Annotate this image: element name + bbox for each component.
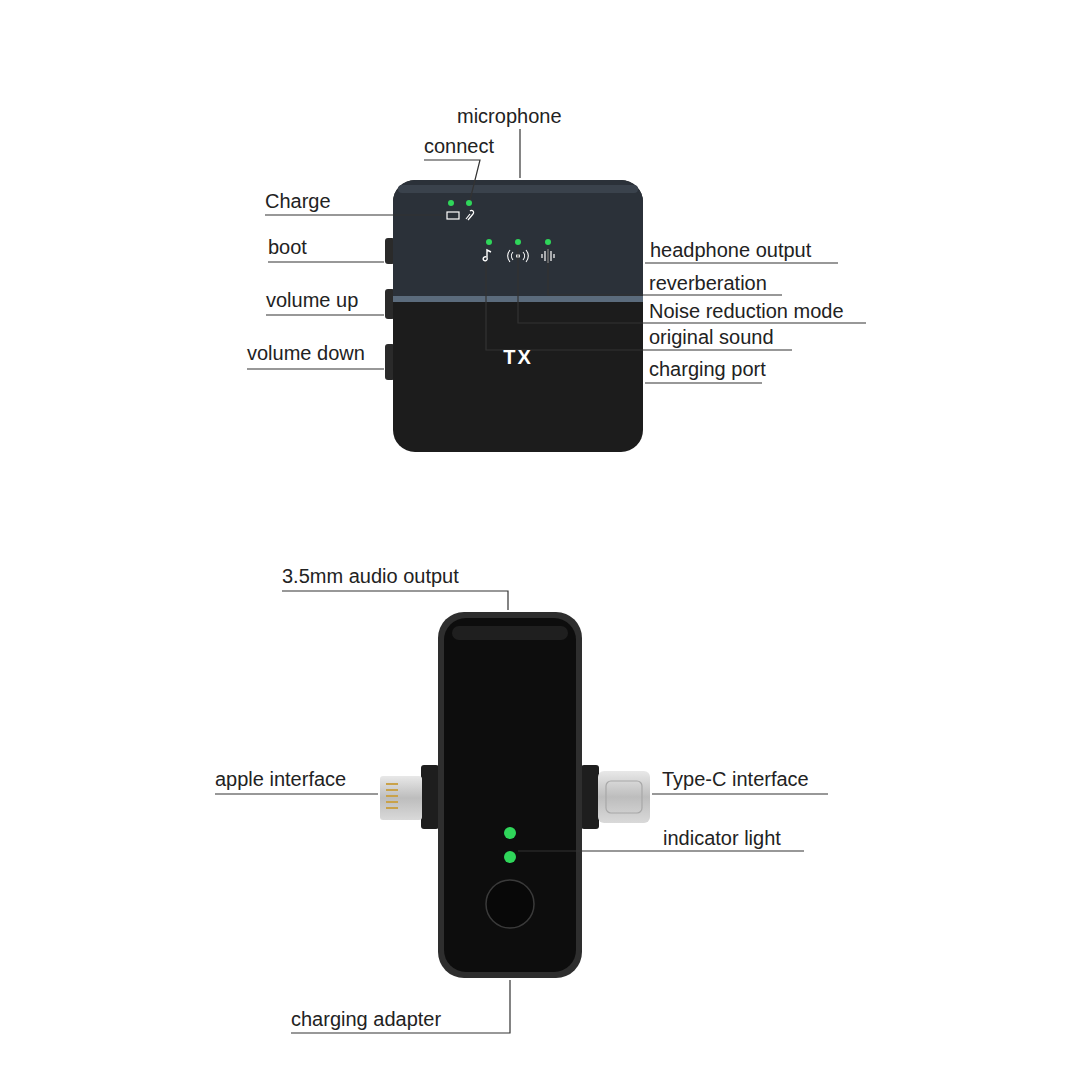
part-label: volume up bbox=[266, 289, 358, 311]
music-icon bbox=[483, 250, 491, 261]
indicator-led bbox=[504, 851, 516, 863]
receiver-button bbox=[486, 880, 534, 928]
part-label: apple interface bbox=[215, 768, 346, 790]
part-label: original sound bbox=[649, 326, 774, 348]
part-label: reverberation bbox=[649, 272, 767, 294]
reverberation-led bbox=[545, 239, 551, 245]
top-gloss bbox=[398, 185, 638, 193]
transmitter-housing: TX bbox=[393, 180, 643, 452]
leader-lines bbox=[247, 129, 866, 383]
part-label: charging port bbox=[649, 358, 766, 380]
link-icon bbox=[466, 210, 474, 220]
part-label: indicator light bbox=[663, 827, 781, 849]
part-label: Noise reduction mode bbox=[649, 300, 844, 322]
typec-outline bbox=[606, 781, 642, 813]
part-label: headphone output bbox=[650, 239, 811, 261]
typec-holder bbox=[581, 765, 599, 829]
receiver-body bbox=[444, 618, 576, 972]
lightning-plug bbox=[380, 776, 422, 820]
part-label: volume down bbox=[247, 342, 365, 364]
part-label: Type-C interface bbox=[662, 768, 809, 790]
part-label: boot bbox=[268, 236, 307, 258]
connect-led bbox=[466, 200, 472, 206]
indicator-led bbox=[504, 827, 516, 839]
original-sound-led bbox=[486, 239, 492, 245]
lightning-holder bbox=[421, 765, 439, 829]
charge-led bbox=[448, 200, 454, 206]
battery-icon bbox=[447, 212, 459, 219]
receiver-gloss bbox=[452, 626, 568, 640]
receiver-body-edge bbox=[438, 612, 582, 978]
typec-plug bbox=[598, 771, 650, 823]
part-label: charging adapter bbox=[291, 1008, 441, 1030]
part-label: microphone bbox=[457, 105, 562, 127]
part-label: Charge bbox=[265, 190, 331, 212]
model-mark: TX bbox=[393, 345, 643, 369]
part-label: 3.5mm audio output bbox=[282, 565, 459, 587]
part-label: connect bbox=[424, 135, 494, 157]
noise-reduction-led bbox=[515, 239, 521, 245]
lightning-pins bbox=[386, 783, 398, 809]
leader-lines bbox=[215, 591, 828, 1033]
